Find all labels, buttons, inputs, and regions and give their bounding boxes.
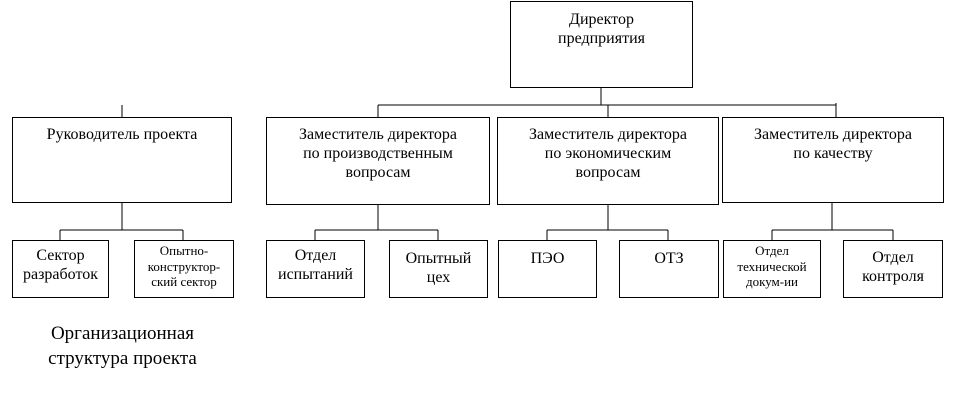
box-dept-development-label: Сектор разработок xyxy=(22,247,98,284)
box-deputy-quality: Заместитель директора по качеству xyxy=(722,117,944,203)
box-dept-techdoc: Отдел технической докум-ии xyxy=(723,240,821,298)
box-project-manager-label: Руководитель проекта xyxy=(46,126,198,143)
box-deputy-production-label: Заместитель директора по производственны… xyxy=(298,126,458,182)
box-dept-peo-label: ПЭО xyxy=(530,250,565,267)
box-dept-testing-label: Отдел испытаний xyxy=(278,247,353,284)
box-dept-otz: ОТЗ xyxy=(619,240,719,298)
box-project-manager: Руководитель проекта xyxy=(12,117,232,203)
box-dept-otz-label: ОТЗ xyxy=(654,250,684,267)
box-dept-workshop: Опытный цех xyxy=(389,240,488,298)
box-deputy-economic-label: Заместитель директора по экономическим в… xyxy=(528,126,688,182)
box-dept-control-label: Отдел контроля xyxy=(862,249,924,286)
box-dept-control: Отдел контроля xyxy=(843,240,943,298)
box-director-label: Директор предприятия xyxy=(558,11,645,48)
box-deputy-economic: Заместитель директора по экономическим в… xyxy=(497,117,719,205)
box-director: Директор предприятия xyxy=(510,1,693,88)
box-dept-development: Сектор разработок xyxy=(12,240,109,298)
box-dept-workshop-label: Опытный цех xyxy=(405,250,472,287)
box-dept-design: Опытно- конструктор- ский сектор xyxy=(134,240,234,298)
box-dept-design-label: Опытно- конструктор- ский сектор xyxy=(147,243,221,290)
box-dept-testing: Отдел испытаний xyxy=(266,240,365,298)
box-deputy-production: Заместитель директора по производственны… xyxy=(266,117,490,205)
box-dept-peo: ПЭО xyxy=(498,240,597,298)
diagram-caption: Организационная структура проекта xyxy=(48,323,197,369)
box-deputy-quality-label: Заместитель директора по качеству xyxy=(753,126,913,163)
box-dept-techdoc-label: Отдел технической докум-ии xyxy=(737,243,807,290)
